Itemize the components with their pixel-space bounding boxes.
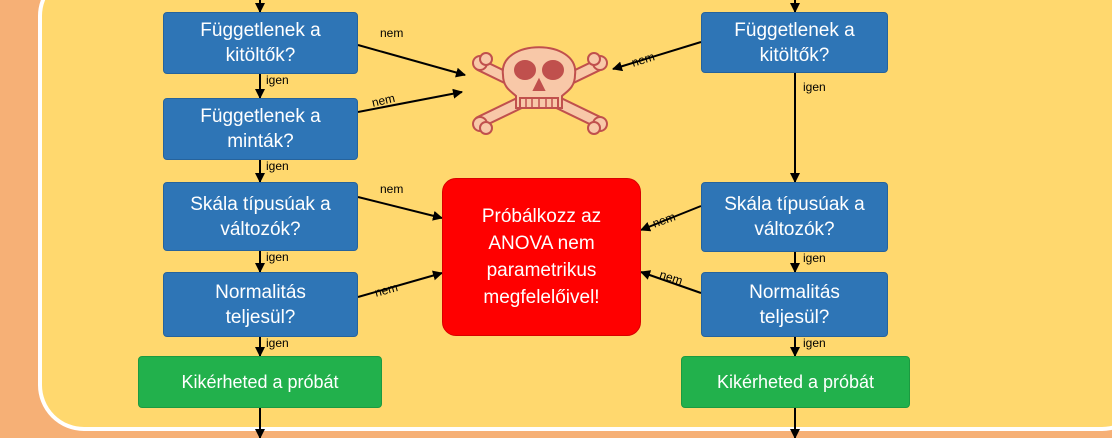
left-independent-fillers-box: Függetlenek a kitöltők? — [163, 12, 358, 74]
right-result-box: Kikérheted a próbát — [681, 356, 910, 408]
left-normality-box: Normalitás teljesül? — [163, 272, 358, 337]
right-normality-box: Normalitás teljesül? — [701, 272, 888, 337]
arrow-right-normality-to-alt — [640, 270, 702, 294]
right-independent-fillers-box: Függetlenek a kitöltők? — [701, 12, 888, 73]
yes-label: igen — [803, 80, 826, 94]
nonparametric-alternative-box: Próbálkozz az ANOVA nem parametrikus meg… — [442, 178, 641, 336]
yes-label: igen — [266, 73, 289, 87]
left-scale-variables-box: Skála típusúak a változók? — [163, 182, 358, 251]
no-label: nem — [380, 26, 404, 40]
skull-crossbones-icon — [472, 46, 608, 135]
arrow-left-samples-to-skull — [357, 88, 463, 113]
arrow-left-scale-to-alt — [357, 196, 443, 221]
yes-label: igen — [803, 251, 826, 265]
yes-label: igen — [803, 336, 826, 350]
yes-label: igen — [266, 159, 289, 173]
left-independent-samples-box: Függetlenek a minták? — [163, 98, 358, 160]
arrow-left-fillers-to-skull — [357, 44, 466, 78]
no-label: nem — [380, 182, 404, 196]
arrow-right-scale-to-alt — [640, 205, 702, 232]
right-scale-variables-box: Skála típusúak a változók? — [701, 182, 888, 252]
left-result-box: Kikérheted a próbát — [138, 356, 382, 408]
yes-label: igen — [266, 336, 289, 350]
yes-label: igen — [266, 250, 289, 264]
arrow-left-normality-to-alt — [357, 270, 443, 298]
arrow-right-fillers-to-skull — [612, 41, 702, 72]
